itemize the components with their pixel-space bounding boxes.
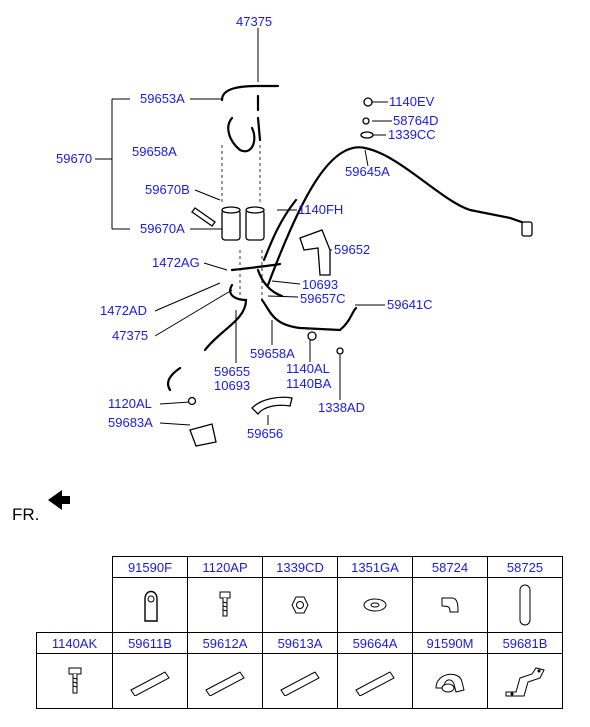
part-code: 91590M — [412, 632, 488, 654]
part-code: 1351GA — [337, 556, 413, 578]
part-code: 1140AK — [36, 632, 113, 654]
callout-59670A: 59670A — [140, 221, 185, 236]
tube-icon — [337, 653, 413, 709]
part-code: 58724 — [412, 556, 488, 578]
part-code: 59613A — [262, 632, 338, 654]
callout-59670: 59670 — [56, 151, 93, 166]
callout-59645A: 59645A — [345, 164, 390, 179]
washer-icon — [337, 577, 413, 633]
callout-10693-bot: 10693 — [214, 378, 251, 393]
callout-59652: 59652 — [334, 242, 371, 257]
nut-icon — [262, 577, 338, 633]
callout-59653A: 59653A — [140, 91, 185, 106]
callout-47375-top: 47375 — [236, 14, 273, 29]
callout-47375-bot: 47375 — [112, 328, 149, 343]
callout-1140EV: 1140EV — [389, 94, 435, 109]
straight-hose-icon — [487, 577, 563, 633]
part-code: 1120AP — [187, 556, 263, 578]
callout-59683A: 59683A — [108, 415, 153, 430]
front-arrow-icon — [48, 490, 70, 510]
callout-1338AD: 1338AD — [318, 400, 365, 415]
part-code: 59664A — [337, 632, 413, 654]
clamp-icon — [112, 577, 188, 633]
tube-icon — [187, 653, 263, 709]
hose-clip-icon — [412, 653, 488, 709]
part-code: 1339CD — [262, 556, 338, 578]
front-marker: FR. — [12, 505, 40, 524]
part-code: 59612A — [187, 632, 263, 654]
tube-icon — [112, 653, 188, 709]
callout-1472AD: 1472AD — [100, 303, 147, 318]
parts-table: 91590F 1120AP 1339CD 1351GA 58724 58725 … — [36, 556, 563, 709]
bracket-icon — [487, 653, 563, 709]
callout-10693-top: 10693 — [302, 277, 339, 292]
callout-59656: 59656 — [247, 426, 284, 441]
bolt-icon — [36, 653, 113, 709]
callout-1472AG: 1472AG — [152, 255, 200, 270]
part-code: 59681B — [487, 632, 563, 654]
callout-59641C: 59641C — [387, 297, 433, 312]
elbow-hose-icon — [412, 577, 488, 633]
callout-59658A-bot: 59658A — [250, 346, 295, 361]
callout-1140AL: 1140AL — [286, 361, 330, 376]
screw-icon — [187, 577, 263, 633]
empty-cell — [37, 557, 113, 578]
part-code: 58725 — [487, 556, 563, 578]
callout-59658A-top: 59658A — [132, 144, 177, 159]
callout-1140FH: 1140FH — [298, 202, 344, 217]
empty-cell — [37, 578, 113, 633]
part-code: 59611B — [112, 632, 188, 654]
callout-1140BA: 1140BA — [286, 376, 332, 391]
callout-59657C: 59657C — [300, 291, 346, 306]
callout-59655: 59655 — [214, 364, 251, 379]
callout-58764D: 58764D — [393, 113, 439, 128]
part-code: 91590F — [112, 556, 188, 578]
callout-1120AL: 1120AL — [108, 396, 152, 411]
callout-59670B: 59670B — [145, 182, 190, 197]
tube-icon — [262, 653, 338, 709]
callout-1339CC: 1339CC — [388, 127, 436, 142]
